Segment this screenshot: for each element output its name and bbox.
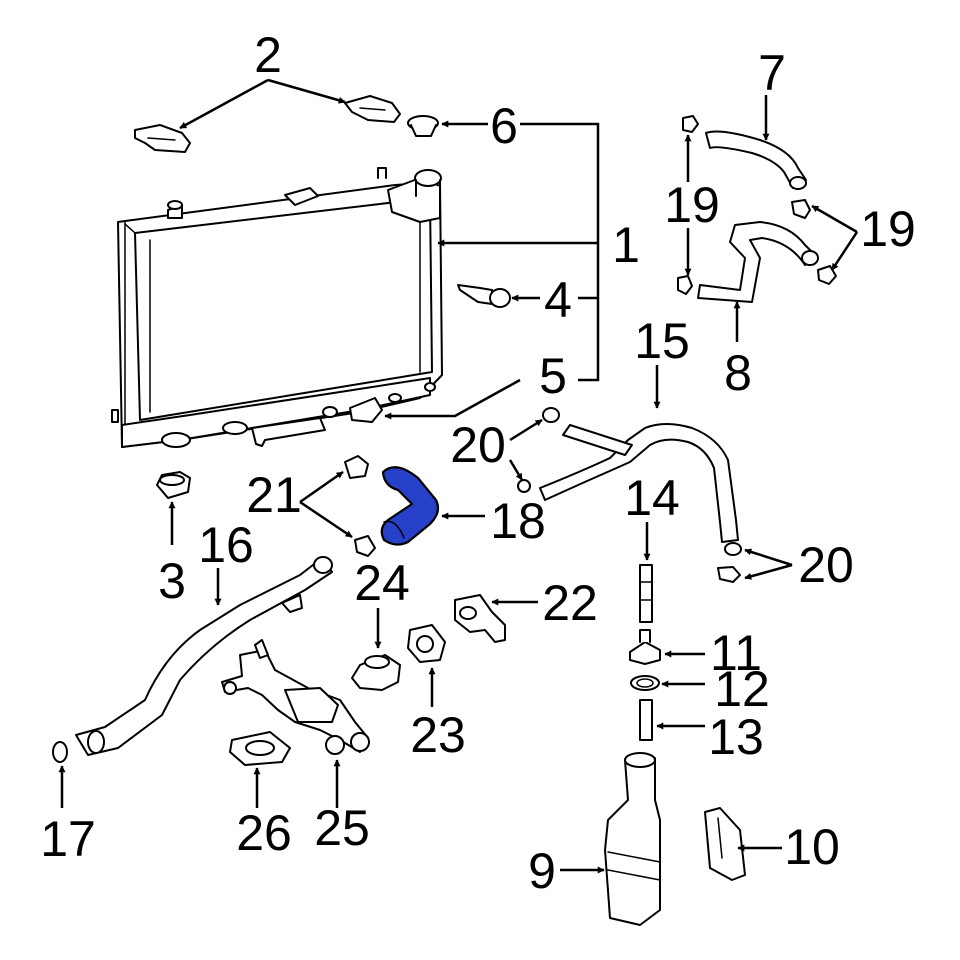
- callout-20-right: 20: [798, 537, 854, 593]
- callout-23: 23: [410, 707, 466, 763]
- callout-22: 22: [542, 575, 598, 631]
- callout-20-upper: 20: [450, 417, 506, 473]
- radiator-hose-highlighted[interactable]: [380, 466, 440, 546]
- mount-bracket-left[interactable]: [134, 124, 191, 153]
- water-pipe[interactable]: [75, 556, 333, 756]
- hose-clamp[interactable]: [344, 455, 369, 479]
- callout-10: 10: [784, 819, 840, 875]
- coolant-reservoir[interactable]: [604, 752, 661, 926]
- hose-clamp[interactable]: [682, 115, 699, 133]
- callout-19-right: 19: [860, 201, 916, 257]
- callout-14: 14: [624, 470, 680, 526]
- callout-13: 13: [708, 709, 764, 765]
- mount-insulator[interactable]: [156, 471, 191, 499]
- callout-labels: 2 6 1 4 5 7 19 19 8 15 20 20 21 18 14 3 …: [40, 27, 916, 899]
- hose-clamp[interactable]: [791, 199, 811, 219]
- callout-16: 16: [198, 517, 254, 573]
- heater-hose-upper[interactable]: [705, 130, 807, 190]
- reservoir-filter[interactable]: [639, 699, 653, 741]
- level-sensor-tube[interactable]: [639, 564, 653, 623]
- hose-clamp[interactable]: [677, 275, 693, 295]
- callout-6: 6: [490, 98, 518, 154]
- callout-2: 2: [254, 27, 282, 83]
- hose-clamp[interactable]: [817, 265, 837, 285]
- callout-11: 11: [710, 625, 762, 681]
- heater-hose-lower[interactable]: [697, 221, 819, 303]
- reservoir-bracket[interactable]: [704, 807, 746, 881]
- hose-clamp[interactable]: [724, 542, 742, 556]
- drain-plug[interactable]: [457, 284, 511, 308]
- inlet-gasket[interactable]: [229, 731, 291, 766]
- callout-4: 4: [544, 272, 572, 328]
- radiator-cap[interactable]: [407, 115, 439, 137]
- hose-clamp[interactable]: [717, 566, 741, 583]
- reservoir-hose[interactable]: [539, 407, 739, 543]
- callout-9: 9: [528, 843, 556, 899]
- callout-19-left: 19: [664, 177, 720, 233]
- hose-clamp[interactable]: [517, 479, 531, 493]
- callout-26: 26: [236, 805, 292, 861]
- leader-lines: [58, 78, 859, 874]
- callout-5: 5: [539, 348, 567, 404]
- mount-bracket-right[interactable]: [344, 95, 401, 123]
- callout-17: 17: [40, 811, 96, 867]
- callout-8: 8: [724, 345, 752, 401]
- callout-25: 25: [314, 800, 370, 856]
- callout-1: 1: [612, 217, 640, 273]
- thermostat[interactable]: [351, 654, 401, 691]
- callout-18: 18: [490, 493, 546, 549]
- callout-24: 24: [354, 555, 410, 611]
- callout-7: 7: [758, 45, 786, 101]
- reservoir-cap[interactable]: [629, 629, 661, 665]
- thermostat-housing[interactable]: [454, 594, 506, 643]
- hose-clamp[interactable]: [354, 535, 376, 557]
- water-inlet-fitting[interactable]: [221, 639, 370, 755]
- reservoir-seal[interactable]: [630, 675, 660, 691]
- radiator[interactable]: [111, 167, 443, 448]
- callout-12: 12: [714, 661, 770, 717]
- o-ring[interactable]: [52, 741, 68, 763]
- thermostat-gasket[interactable]: [407, 624, 446, 663]
- callout-3: 3: [158, 553, 186, 609]
- callout-21: 21: [246, 467, 302, 523]
- callout-15: 15: [634, 313, 690, 369]
